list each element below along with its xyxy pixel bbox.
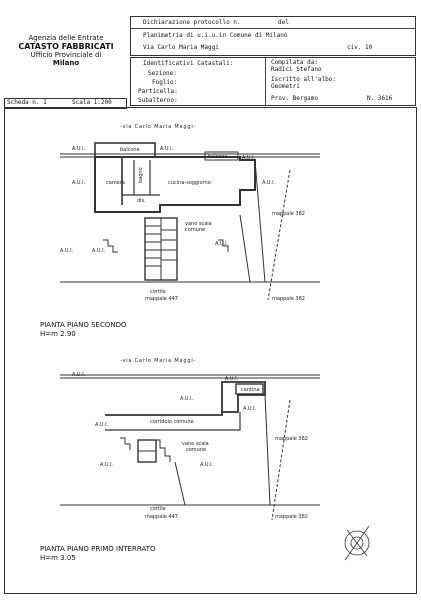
- planimetria-label: Planimetria di u.i.u.in Comune di Milano: [143, 32, 288, 39]
- corridoio-label: corridoio comune: [150, 419, 194, 425]
- ufficio-label: Ufficio Provinciale di: [30, 51, 102, 59]
- mappale-447-b-label: mappale 447: [145, 514, 178, 520]
- particella-label: Particella:: [138, 88, 178, 95]
- mappale-382-label-1: mappale 382: [272, 211, 305, 217]
- plan-top-title: PIANTA PIANO SECONDO: [40, 321, 127, 329]
- aui-label-1: A.U.I.: [72, 146, 86, 152]
- cucina-label: cucina-soggiorno: [168, 180, 211, 186]
- scheda-label: Scheda n. 1: [7, 99, 47, 106]
- camera-label: camera: [106, 180, 125, 186]
- aui-label-b5: A.U.I.: [95, 422, 109, 428]
- vano-scala-label-2: comune: [185, 227, 205, 233]
- header-box-catastali: [130, 57, 416, 106]
- plan-bottom-height: H=m 3.05: [40, 554, 76, 562]
- mappale-382-label-2: mappale 382: [272, 296, 305, 302]
- plan-bottom-title: PIANTA PIANO PRIMO INTERRATO: [40, 545, 156, 553]
- sezione-label: Sezione:: [148, 70, 177, 77]
- mappale-382-b-label-2: mappale 382: [275, 514, 308, 520]
- aui-label-b7: A.U.I.: [200, 462, 214, 468]
- aui-label-3: A.U.I.: [242, 155, 256, 161]
- street-label-top: -via Carlo Maria Maggi-: [120, 124, 196, 130]
- aui-label-4: A.U.I.: [72, 180, 86, 186]
- aui-label-7: A.U.I.: [215, 241, 229, 247]
- cortile-label: cortile: [150, 289, 166, 295]
- balcone-label: balcone: [120, 147, 140, 153]
- mappale-382-b-label-1: mappale 382: [275, 436, 308, 442]
- aui-label-b6: A.U.I.: [100, 462, 114, 468]
- numero-label: N. 3616: [367, 95, 393, 102]
- civ-label: civ. 10: [347, 44, 373, 51]
- aui-label-5: A.U.I.: [262, 180, 276, 186]
- aui-label-2: A.U.I.: [160, 146, 174, 152]
- compass-icon: [344, 525, 370, 561]
- plan-top-height: H=m 2.90: [40, 330, 76, 338]
- header-box-top: [130, 16, 416, 56]
- compilatore-name: Radici Stefano: [271, 66, 322, 73]
- drawing-frame: [4, 107, 417, 594]
- aui-label-b4: A.U.I.: [243, 406, 257, 412]
- prov-label: Prov. Bergamo: [271, 95, 318, 102]
- dichiarazione-label: Dichiarazione protocollo n.: [143, 19, 241, 26]
- vano-scala-b-label-1: vano scala: [182, 441, 209, 447]
- mappale-447-label: mappale 447: [145, 296, 178, 302]
- bagno-label: bagno: [138, 167, 144, 183]
- catasto-title: CATASTO FABBRICATI: [18, 42, 114, 51]
- cortile-b-label: cortile: [150, 506, 166, 512]
- cantina-label: cantina: [241, 387, 260, 393]
- street-label-bottom: -via Carlo Maria Maggi-: [120, 358, 196, 364]
- iscritto-label: Iscritto all'albo:: [271, 76, 337, 83]
- aui-label-8: A.U.I.: [60, 248, 74, 254]
- vano-scala-b-label-2: comune: [186, 447, 206, 453]
- subalterno-label: Subalterno:: [138, 97, 178, 104]
- aui-label-b2: A.U.I.: [180, 396, 194, 402]
- agency-name: Agenzia delle Entrate: [28, 34, 104, 42]
- albo-label: Geometri: [271, 83, 300, 90]
- aui-label-6: A.U.I.: [92, 248, 106, 254]
- scala-label: Scala 1:200: [72, 99, 112, 106]
- identificativi-label: Identificativi Catastali:: [143, 60, 234, 67]
- aui-label-b3: A.U.I.: [225, 376, 239, 382]
- scheda-box: [4, 98, 127, 109]
- vano-scala-label-1: vano scala: [185, 221, 212, 227]
- aui-label-b1: A.U.I.: [72, 372, 86, 378]
- dis-label: dis.: [137, 198, 146, 204]
- del-label: del: [278, 19, 289, 26]
- agency-block: Agenzia delle Entrate CATASTO FABBRICATI…: [6, 34, 126, 67]
- city-label: Milano: [52, 59, 80, 67]
- foglio-label: Foglio:: [152, 79, 178, 86]
- address-label: Via Carlo Maria Maggi: [143, 44, 219, 51]
- compilata-label: Compilata da:: [271, 59, 318, 66]
- balcone-label-2: balcone: [208, 154, 228, 160]
